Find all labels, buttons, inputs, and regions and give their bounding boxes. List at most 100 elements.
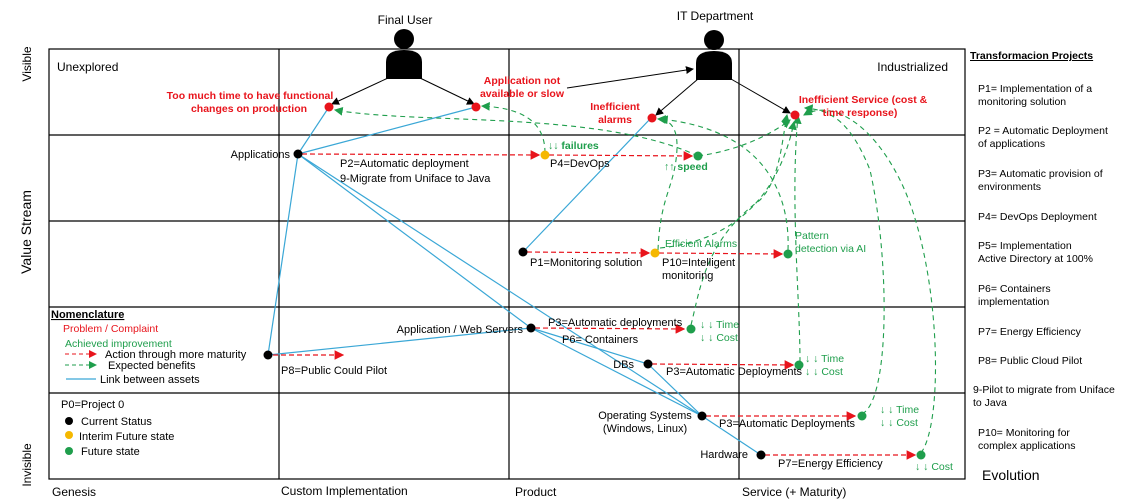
problem-point[interactable] — [324, 102, 334, 112]
benefit-efficient-alarms: Efficient Alarms — [665, 238, 737, 250]
project-item: P8= Public Cloud Pilot — [978, 355, 1130, 368]
project-line: P7= Energy Efficiency — [978, 326, 1081, 338]
project-line: P1= Implementation of a — [978, 83, 1093, 95]
project-line: P8= Public Cloud Pilot — [978, 355, 1083, 367]
project-line: of applications — [978, 138, 1046, 150]
future-point[interactable] — [916, 450, 926, 460]
projects-panel: Transformacion Projects P1= Implementati… — [970, 50, 1130, 452]
problem-point[interactable] — [471, 102, 481, 112]
future-point[interactable] — [857, 411, 867, 421]
link — [647, 363, 703, 417]
future-point[interactable] — [794, 360, 804, 370]
benefit-speed: ↑↑ speed — [664, 161, 708, 173]
stage-service: Service (+ Maturity) — [742, 485, 846, 499]
grid — [48, 48, 966, 480]
benefit-arrow — [803, 104, 885, 415]
project-line: complex applications — [978, 440, 1076, 452]
stage-product: Product — [515, 485, 557, 499]
link — [267, 327, 532, 356]
interim-devops[interactable] — [540, 150, 550, 160]
project-line: P3= Automatic provision of — [978, 168, 1103, 180]
label-p3-app: P3=Automatic deployments — [548, 317, 683, 329]
project-line: environments — [978, 181, 1042, 193]
label-unexplored: Unexplored — [57, 60, 118, 74]
link — [701, 415, 762, 456]
action-arrow — [526, 248, 651, 258]
action-arrows — [273, 150, 917, 460]
future-points — [686, 151, 926, 460]
link — [530, 327, 649, 365]
problem-functional-l1: Too much time to have functional — [167, 90, 334, 102]
project-line: P6= Containers — [978, 283, 1051, 295]
problem-point[interactable] — [647, 113, 657, 123]
future-point[interactable] — [686, 324, 696, 334]
nomenclature-legend: Nomenclature Problem / Complaint Achieve… — [51, 309, 247, 458]
legend-current-dot — [65, 417, 73, 425]
y-axis-invisible: Invisible — [20, 443, 34, 487]
legend-current: Current Status — [81, 416, 152, 428]
legend-future-dot — [65, 447, 73, 455]
projects-title: Transformacion Projects — [970, 50, 1094, 62]
project-line: P2 = Automatic Deployment — [978, 125, 1108, 137]
asset-monitoring[interactable] — [518, 247, 528, 257]
problem-point[interactable] — [790, 110, 800, 120]
benefit-cost: ↓ ↓ Cost — [880, 417, 918, 429]
project-line: P10= Monitoring for — [978, 427, 1070, 439]
problem-service-l1: Inefficient Service (cost & — [799, 94, 928, 106]
action-arrow — [548, 151, 694, 161]
arrow-availability-to-it — [566, 66, 694, 89]
benefit-pattern-l1: Pattern — [795, 230, 829, 242]
link — [297, 106, 330, 155]
asset-hardware[interactable] — [756, 450, 766, 460]
asset-app-web-servers[interactable] — [526, 323, 536, 333]
label-p8: P8=Public Could Pilot — [281, 365, 387, 377]
problem-alarms-l1: Inefficient — [590, 101, 640, 113]
arrow-it-to-service — [730, 78, 791, 114]
legend-interim: Interim Future state — [79, 431, 174, 443]
project-line: 9-Pilot to migrate from Uniface — [973, 384, 1115, 396]
interim-intelligent-monitoring[interactable] — [650, 248, 660, 258]
label-p10-l1: P10=Intelligent — [662, 257, 735, 269]
link — [530, 327, 703, 417]
label-app-web-servers: Application / Web Servers — [397, 324, 524, 336]
legend-title: Nomenclature — [51, 309, 124, 321]
legend-future: Future state — [81, 446, 140, 458]
future-point[interactable] — [783, 249, 793, 259]
future-point[interactable] — [693, 151, 703, 161]
label-p2: P2=Automatic deployment — [340, 158, 469, 170]
legend-p0: P0=Project 0 — [61, 399, 124, 411]
arrow-user-to-p-availability — [419, 77, 475, 105]
asset-cloud[interactable] — [263, 350, 273, 360]
legend-expected: Expected benefits — [108, 360, 196, 372]
link — [267, 153, 299, 356]
project-line: monitoring solution — [978, 96, 1067, 108]
label-dbs: DBs — [613, 359, 634, 371]
benefit-time: ↓ ↓ Time — [880, 404, 919, 416]
actor-arrows — [331, 66, 791, 116]
benefit-cost: ↓ ↓ Cost — [915, 461, 953, 473]
benefit-time: ↓ ↓ Time — [700, 319, 739, 331]
benefit-cost: ↓ ↓ Cost — [805, 366, 843, 378]
action-arrow — [651, 360, 795, 370]
arrow-user-to-p-functional — [331, 77, 389, 105]
actor-final-user-label: Final User — [378, 13, 433, 27]
asset-applications[interactable] — [293, 149, 303, 159]
legend-link: Link between assets — [100, 374, 200, 386]
project-line: P4= DevOps Deployment — [978, 211, 1097, 223]
stage-genesis: Genesis — [52, 485, 96, 499]
asset-dbs[interactable] — [643, 359, 653, 369]
y-axis-visible: Visible — [20, 46, 34, 81]
asset-os[interactable] — [697, 411, 707, 421]
benefit-cost: ↓ ↓ Cost — [700, 332, 738, 344]
project-line: implementation — [978, 296, 1050, 308]
action-arrow — [301, 150, 541, 160]
legend-problem: Problem / Complaint — [63, 323, 158, 335]
project-line: Active Directory at 100% — [978, 253, 1093, 265]
